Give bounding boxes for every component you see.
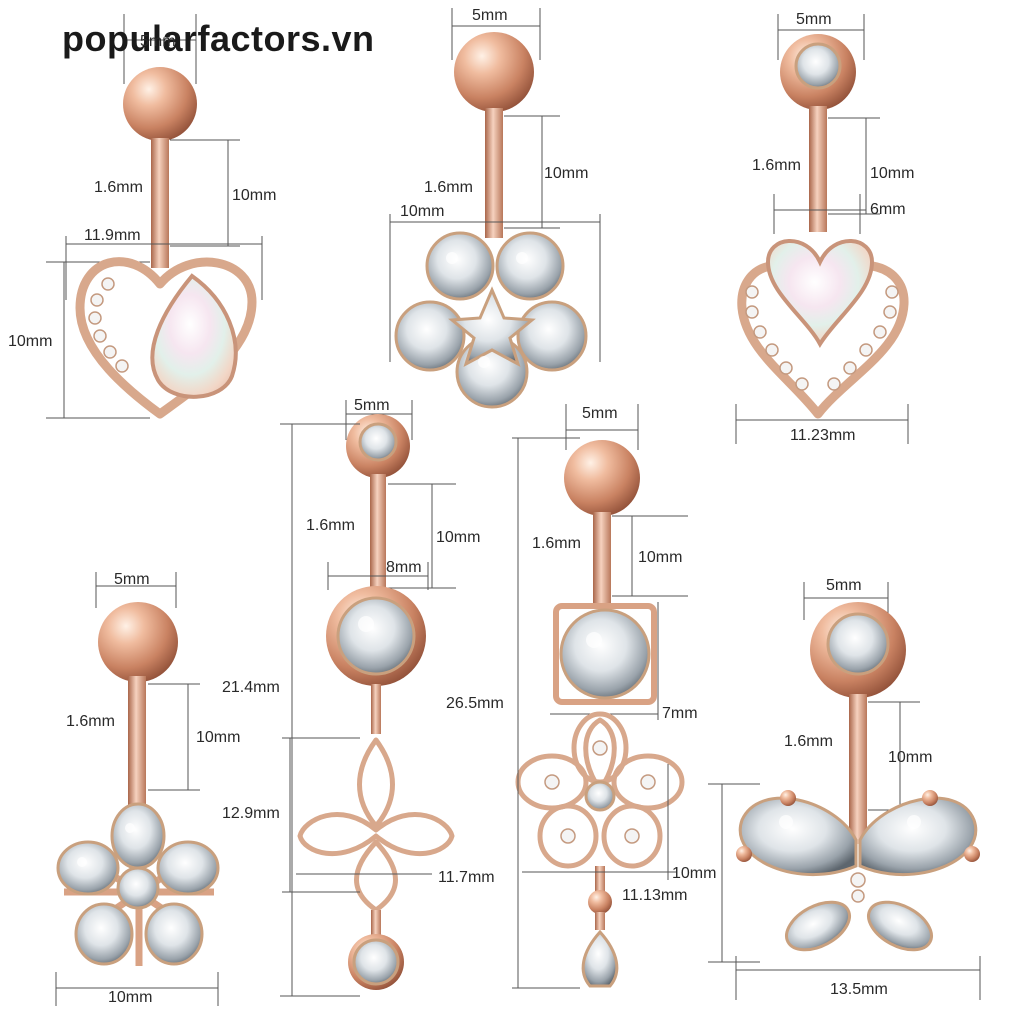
label-width: 11.9mm (84, 227, 141, 244)
product-flower-dangle (512, 404, 688, 989)
label-stone-size: 6mm (870, 201, 906, 218)
label-ball-size: 5mm (826, 577, 862, 594)
label-charm-width: 11.13mm (622, 887, 688, 904)
label-width: 10mm (108, 989, 153, 1006)
label-bar-length: 10mm (436, 529, 481, 546)
watermark-text: popularfactors.vn (62, 18, 375, 59)
label-bar-length: 10mm (544, 165, 589, 182)
product-butterfly (708, 582, 981, 1000)
label-bar-length: 10mm (232, 187, 277, 204)
product-opal-heart-pave (735, 14, 909, 444)
label-bar-thickness: 1.6mm (94, 179, 143, 196)
label-bar-length: 10mm (196, 729, 241, 746)
crystal-flower-head (56, 802, 220, 966)
label-ball-size: 5mm (582, 405, 618, 422)
label-stone-size: 7mm (662, 705, 698, 722)
pave-stones (88, 277, 129, 373)
openwork-flower (515, 711, 685, 869)
crystal-cluster (394, 231, 588, 409)
butterfly-wings (736, 790, 980, 952)
label-charm-height: 10mm (672, 865, 717, 882)
label-ball-size: 5mm (354, 397, 390, 414)
product-crystal-flower (55, 572, 220, 1006)
label-bar-length: 10mm (888, 749, 933, 766)
label-bar-length: 10mm (638, 549, 683, 566)
label-bar-thickness: 1.6mm (306, 517, 355, 534)
label-width: 10mm (400, 203, 445, 220)
label-charm-height: 12.9mm (222, 805, 280, 822)
label-bar-thickness: 1.6mm (784, 733, 833, 750)
product-flower-cluster (389, 8, 601, 409)
label-ball-size: 5mm (140, 33, 176, 50)
product-opal-heart (46, 14, 263, 419)
label-stone-size: 8mm (386, 559, 422, 576)
label-bar-length: 10mm (870, 165, 915, 182)
product-leaf-dangle (280, 400, 456, 997)
label-total-length: 21.4mm (222, 679, 280, 696)
label-ball-size: 5mm (472, 7, 508, 24)
label-total-length: 26.5mm (446, 695, 504, 712)
label-bar-thickness: 1.6mm (424, 179, 473, 196)
label-height: 10mm (8, 333, 53, 350)
label-charm-width: 11.7mm (438, 869, 495, 886)
label-bar-thickness: 1.6mm (532, 535, 581, 552)
label-bar-thickness: 1.6mm (66, 713, 115, 730)
label-ball-size: 5mm (114, 571, 150, 588)
label-width: 13.5mm (830, 981, 888, 998)
pave-stones (745, 285, 899, 391)
label-ball-size: 5mm (796, 11, 832, 28)
label-bar-thickness: 1.6mm (752, 157, 801, 174)
label-width: 11.23mm (790, 427, 856, 444)
